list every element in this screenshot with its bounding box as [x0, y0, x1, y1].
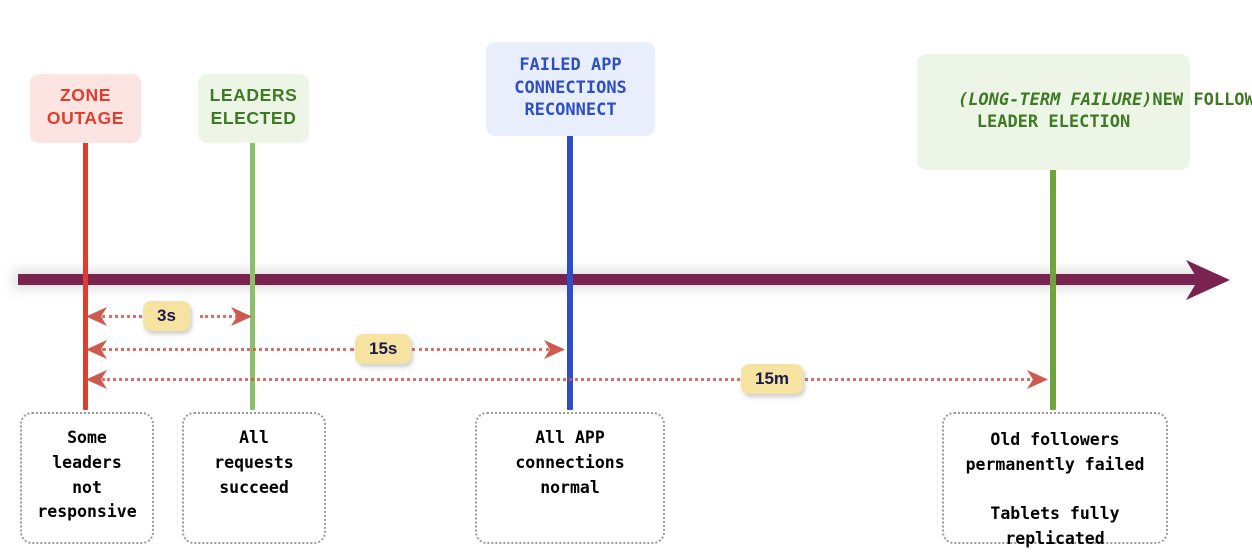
detail-box-leaders-elected: All requests succeed	[182, 412, 326, 544]
duration-dots-15m-left	[102, 378, 740, 381]
event-line-leaders-elected-lower	[250, 285, 255, 410]
duration-arrowhead-left-3s	[86, 307, 108, 326]
event-line-failed-app-connections	[567, 126, 573, 298]
milestone-label-new-followers: (LONG-TERM FAILURE)NEW FOLLOWERS LEADER …	[917, 54, 1252, 171]
duration-arrowhead-right-15m	[1026, 370, 1048, 389]
event-line-leaders-elected	[250, 128, 255, 298]
event-line-new-followers-lower	[1050, 285, 1056, 410]
duration-arrowhead-right-15s	[543, 340, 565, 359]
timeline-axis	[18, 274, 1198, 285]
duration-badge-15s: 15s	[355, 334, 412, 364]
duration-dots-3s-left	[102, 315, 142, 318]
milestone-label-leaders-elected: LEADERS ELECTED	[198, 74, 309, 143]
duration-badge-15m: 15m	[741, 364, 804, 394]
detail-box-zone-outage: Some leaders not responsive	[20, 412, 154, 544]
detail-box-new-followers: Old followers permanently failed Tablets…	[942, 412, 1168, 548]
milestone-label-zone-outage: ZONE OUTAGE	[30, 74, 141, 143]
milestone-label-new-followers-main: NEW FOLLOWERS LEADER ELECTION	[976, 89, 1252, 133]
milestone-label-failed-app-connections: FAILED APP CONNECTIONS RECONNECT	[486, 42, 655, 136]
duration-badge-3s: 3s	[143, 301, 190, 331]
duration-arrowhead-left-15s	[86, 340, 108, 359]
duration-dots-3s-right	[200, 315, 238, 318]
event-line-new-followers	[1050, 128, 1056, 298]
event-line-zone-outage	[83, 128, 88, 298]
duration-arrowhead-left-15m	[86, 370, 108, 389]
event-line-failed-app-connections-lower	[567, 285, 573, 410]
detail-box-failed-app-connections: All APP connections normal	[475, 412, 665, 544]
event-line-zone-outage-lower	[83, 285, 88, 410]
duration-arrowhead-right-3s	[230, 307, 252, 326]
duration-dots-15m-right	[800, 378, 1030, 381]
duration-dots-15s-left	[102, 348, 354, 351]
milestone-label-new-followers-qualifier: (LONG-TERM FAILURE)	[957, 89, 1153, 110]
duration-dots-15s-right	[412, 348, 549, 351]
